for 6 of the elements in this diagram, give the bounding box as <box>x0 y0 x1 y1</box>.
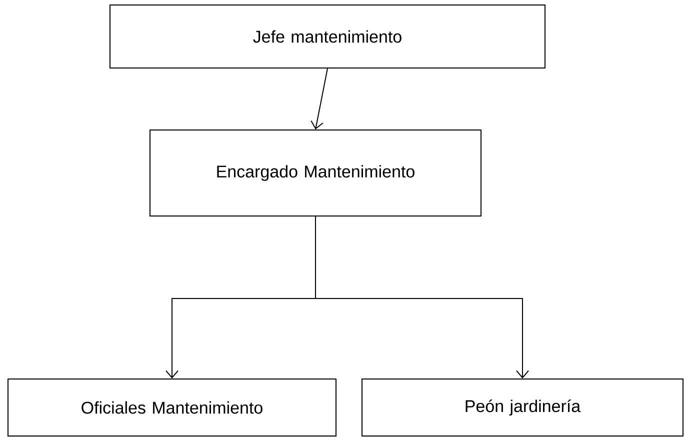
org-box: Jefe mantenimiento <box>110 4 546 68</box>
arrow <box>315 216 529 378</box>
org-box: Oficiales Mantenimiento <box>8 378 336 436</box>
org-box: Encargado Mantenimiento <box>150 130 482 216</box>
arrow <box>310 68 328 130</box>
org-box: Peón jardinería <box>362 378 684 436</box>
